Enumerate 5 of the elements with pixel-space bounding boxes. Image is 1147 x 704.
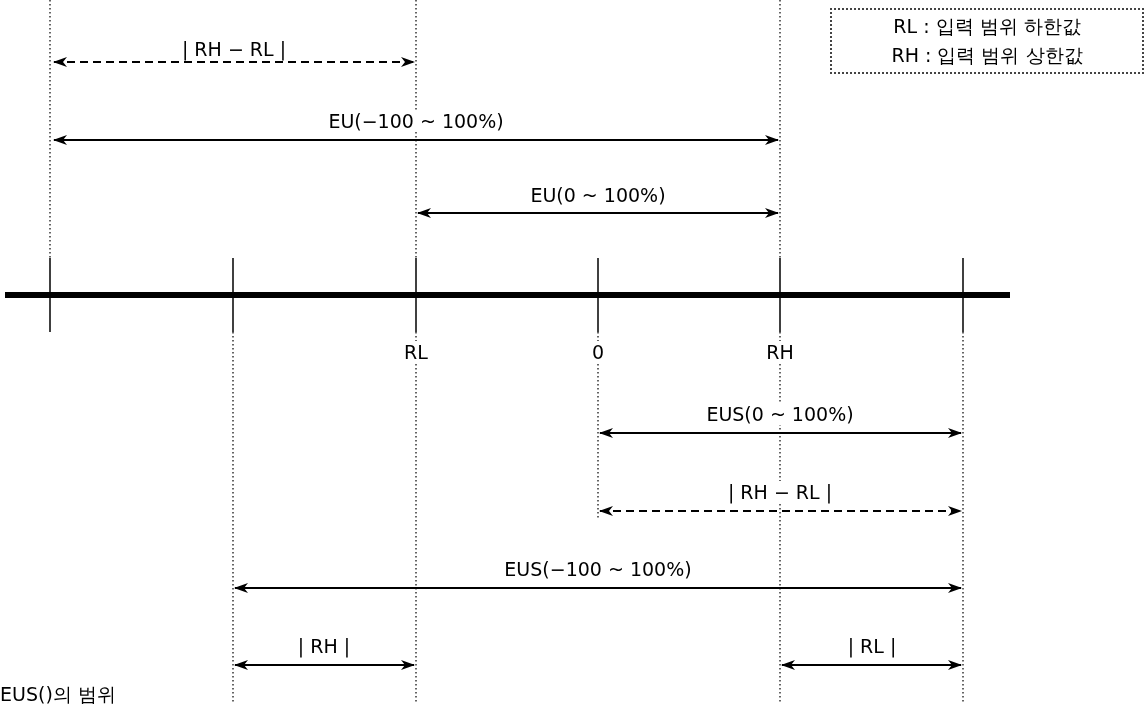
note-box (830, 8, 1144, 74)
tick-label: RL (402, 341, 430, 363)
caption: EUS()의 범위 (0, 683, 116, 704)
note-text: RL : 입력 범위 하한값 (892, 14, 1082, 39)
note-text: RH : 입력 범위 상한값 (890, 43, 1084, 68)
